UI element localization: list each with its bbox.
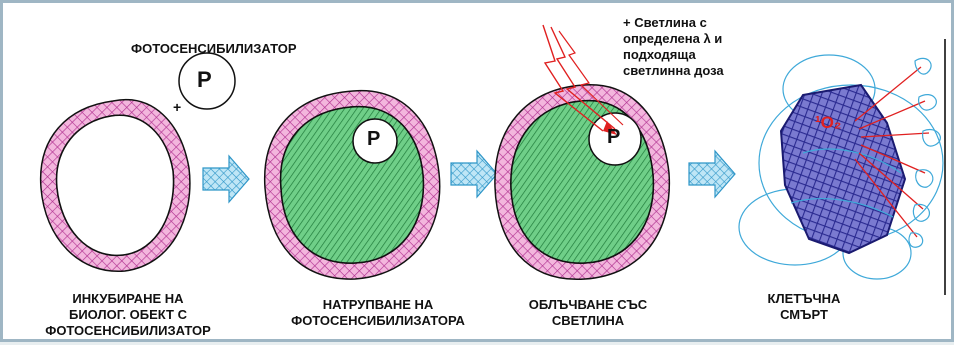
caption-line: СМЪРТ	[749, 307, 859, 323]
process-arrow-1	[203, 156, 249, 202]
p-label-2: P	[367, 127, 380, 151]
caption-line: КЛЕТЪЧНА	[749, 291, 859, 307]
p-label-3: P	[607, 125, 620, 149]
caption-line: НАТРУПВАНЕ НА	[263, 297, 493, 313]
caption-line: ОБЛЪЧВАНЕ СЪС	[503, 297, 673, 313]
caption-line: СВЕТЛИНА	[503, 313, 673, 329]
light-note-line: + Светлина с	[623, 15, 724, 31]
singlet-oxygen-label: ¹O₂	[815, 115, 841, 131]
cell-step-1	[41, 100, 190, 272]
light-condition-note: + Светлина с определена λ и подходяща св…	[623, 15, 724, 79]
step-caption-4: КЛЕТЪЧНА СМЪРТ	[749, 291, 859, 323]
caption-line: ФОТОСЕНСИБИЛИЗАТОР	[23, 323, 233, 339]
caption-line: ИНКУБИРАНЕ НА	[23, 291, 233, 307]
caption-line: ФОТОСЕНСИБИЛИЗАТОРА	[263, 313, 493, 329]
light-note-line: светлинна доза	[623, 63, 724, 79]
light-note-line: подходяща	[623, 47, 724, 63]
process-arrow-2	[451, 151, 497, 197]
caption-line: БИОЛОГ. ОБЕКТ С	[23, 307, 233, 323]
step-caption-2: НАТРУПВАНЕ НА ФОТОСЕНСИБИЛИЗАТОРА	[263, 297, 493, 329]
light-note-line: определена λ и	[623, 31, 724, 47]
p-label-1: P	[197, 67, 212, 93]
fragment-droplets	[909, 58, 940, 247]
plus-sign: +	[173, 99, 181, 115]
step-caption-1: ИНКУБИРАНЕ НА БИОЛОГ. ОБЕКТ С ФОТОСЕНСИБ…	[23, 291, 233, 339]
cell-step-2	[265, 91, 440, 279]
cytoplasm-2	[281, 107, 424, 263]
photosensitizer-title: ФОТОСЕНСИБИЛИЗАТОР	[131, 41, 297, 57]
process-arrow-3	[689, 151, 735, 197]
step-caption-3: ОБЛЪЧВАНЕ СЪС СВЕТЛИНА	[503, 297, 673, 329]
